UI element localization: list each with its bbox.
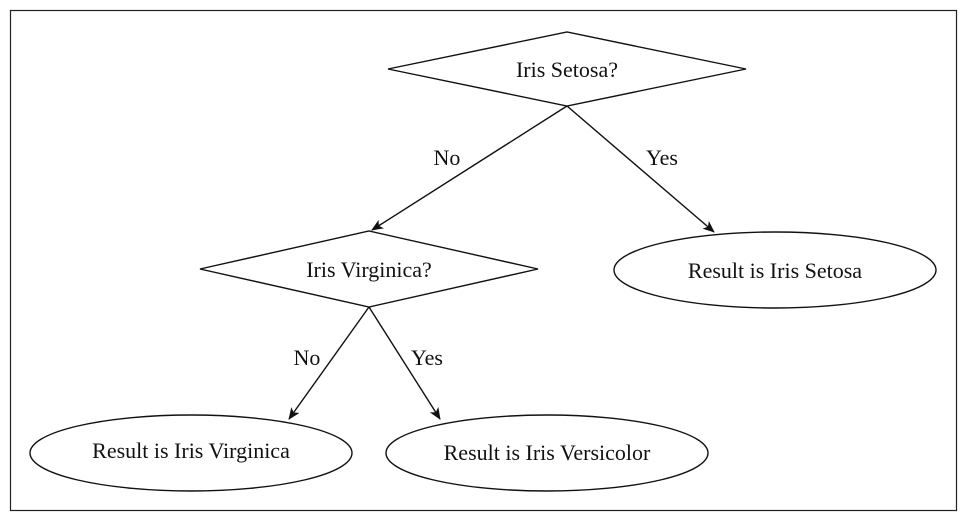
edge-second-no <box>288 306 370 420</box>
result-label-setosa: Result is Iris Setosa <box>688 258 862 283</box>
decision-label-root: Iris Setosa? <box>516 57 618 82</box>
edge-second-yes <box>368 306 441 420</box>
edge-label-second-no: No <box>294 345 321 370</box>
edge-label-root-yes: Yes <box>646 145 678 170</box>
decision-node-second <box>199 230 539 308</box>
decision-node-root <box>387 31 747 107</box>
edge-label-root-no: No <box>434 145 461 170</box>
result-node-setosa <box>613 231 937 309</box>
result-label-versicolor: Result is Iris Versicolor <box>444 440 651 465</box>
edge-label-second-yes: Yes <box>411 345 443 370</box>
result-node-virginica <box>29 414 353 492</box>
result-label-virginica: Result is Iris Virginica <box>92 438 290 463</box>
edge-root-yes <box>566 105 715 233</box>
edge-root-no <box>371 105 568 231</box>
diagram-border <box>9 9 958 512</box>
result-node-versicolor <box>385 414 709 492</box>
decision-label-second: Iris Virginica? <box>306 257 432 282</box>
